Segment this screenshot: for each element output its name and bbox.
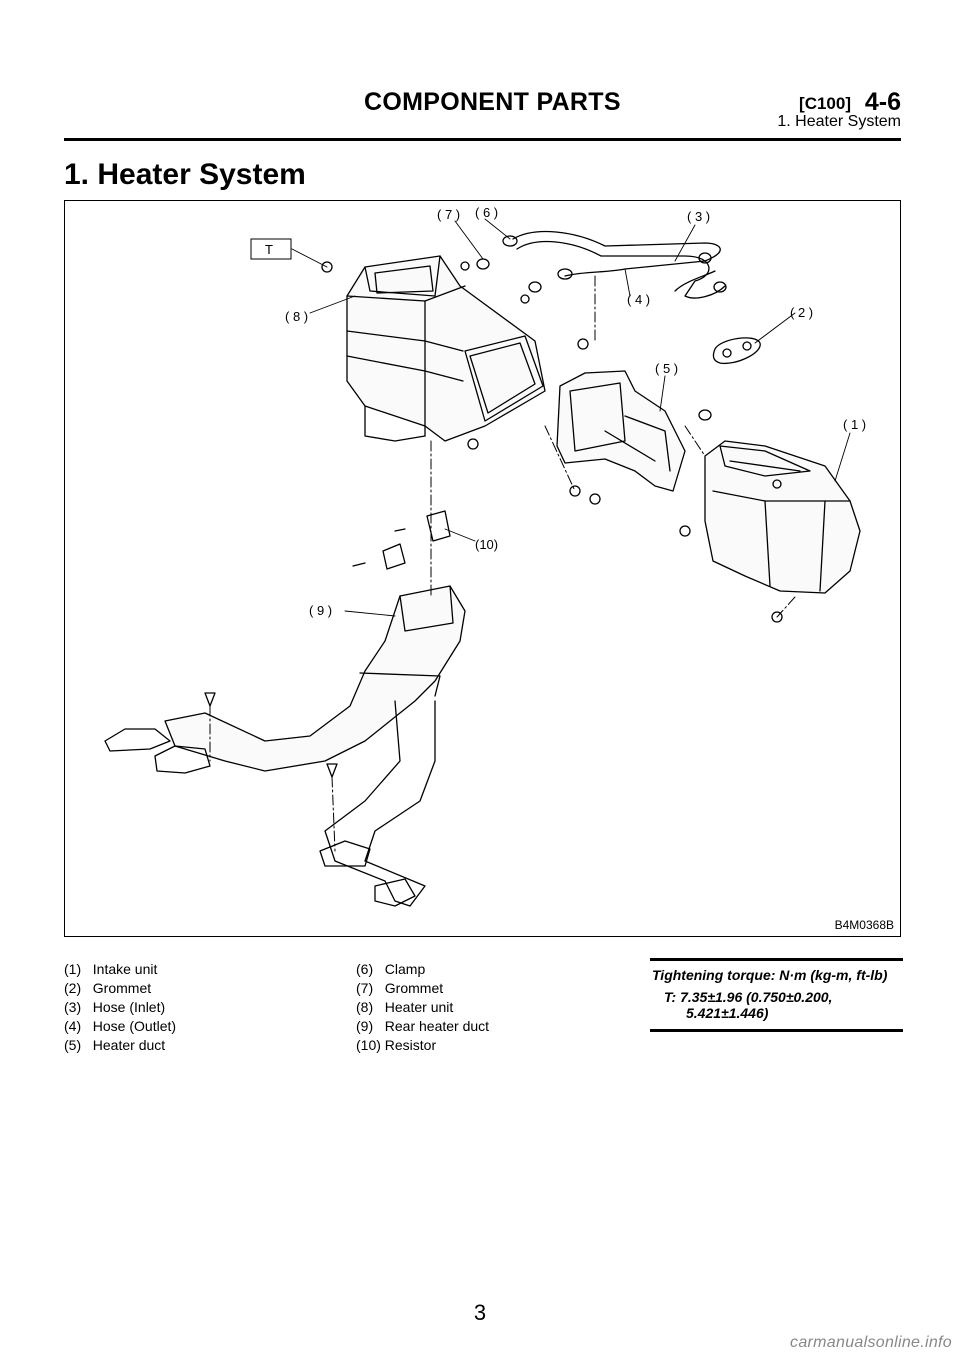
page-title: 1. Heater System [64, 158, 306, 191]
page-header: COMPONENT PARTS [C100] 4-6 1. Heater Sys… [64, 88, 901, 141]
figure-id: B4M0368B [834, 918, 894, 932]
callout-T: T [265, 242, 273, 257]
torque-spec-box: Tightening torque: N·m (kg-m, ft-lb) T: … [650, 958, 903, 1032]
section-code: [C100] [799, 94, 851, 113]
legend-item: (10) Resistor [356, 1037, 437, 1053]
rear-heater-duct-drawing [104, 585, 466, 907]
leader-lines [291, 218, 851, 617]
callout-3: ( 3 ) [687, 209, 710, 224]
callout-10: (10) [475, 537, 498, 552]
heater-duct-drawing [556, 370, 686, 492]
torque-value-line-2: 5.421±1.446) [686, 1005, 769, 1021]
legend-item: (6) Clamp [356, 961, 426, 977]
heater-system-drawing [104, 218, 861, 907]
intake-unit-drawing [679, 440, 861, 594]
torque-value-line-1: T: 7.35±1.96 (0.750±0.200, [664, 989, 833, 1005]
legend-column-2: (6) Clamp (7) Grommet (8) Heater unit (9… [356, 960, 489, 1055]
legend-item: (8) Heater unit [356, 999, 454, 1015]
callout-layer: T ( 7 ) ( 6 ) ( 3 ) ( 4 ) ( 2 ) ( 8 ) ( … [250, 205, 866, 618]
exploded-diagram: T ( 7 ) ( 6 ) ( 3 ) ( 4 ) ( 2 ) ( 8 ) ( … [64, 200, 901, 937]
legend-item: (9) Rear heater duct [356, 1018, 490, 1034]
legend-item: (2) Grommet [64, 980, 152, 996]
legend-item: (4) Hose (Outlet) [64, 1018, 177, 1034]
fastener-drawing [204, 261, 783, 778]
grommet-drawing [476, 258, 761, 421]
torque-heading: Tightening torque: N·m (kg-m, ft-lb) [652, 967, 888, 983]
callout-4: ( 4 ) [627, 292, 650, 307]
assembly-lines [209, 275, 796, 852]
legend-item: (1) Intake unit [64, 961, 158, 977]
legend-item: (7) Grommet [356, 980, 444, 996]
callout-5: ( 5 ) [655, 361, 678, 376]
torque-marker-box [250, 238, 292, 260]
hose-drawing [502, 230, 727, 299]
header-subtitle: 1. Heater System [777, 113, 901, 130]
callout-7: ( 7 ) [437, 207, 460, 222]
chapter-number: 4-6 [864, 88, 901, 116]
legend-column-1: (1) Intake unit (2) Grommet (3) Hose (In… [64, 960, 176, 1055]
callout-9: ( 9 ) [309, 603, 332, 618]
page-number: 3 [473, 1300, 487, 1325]
callout-1: ( 1 ) [843, 417, 866, 432]
callout-8: ( 8 ) [285, 309, 308, 324]
watermark: carmanualsonline.info [790, 1334, 952, 1351]
heater-unit-drawing [346, 255, 546, 442]
legend-item: (3) Hose (Inlet) [64, 999, 166, 1015]
legend-item: (5) Heater duct [64, 1037, 166, 1053]
callout-2: ( 2 ) [790, 305, 813, 320]
callout-6: ( 6 ) [475, 205, 498, 220]
section-title: COMPONENT PARTS [364, 88, 621, 116]
